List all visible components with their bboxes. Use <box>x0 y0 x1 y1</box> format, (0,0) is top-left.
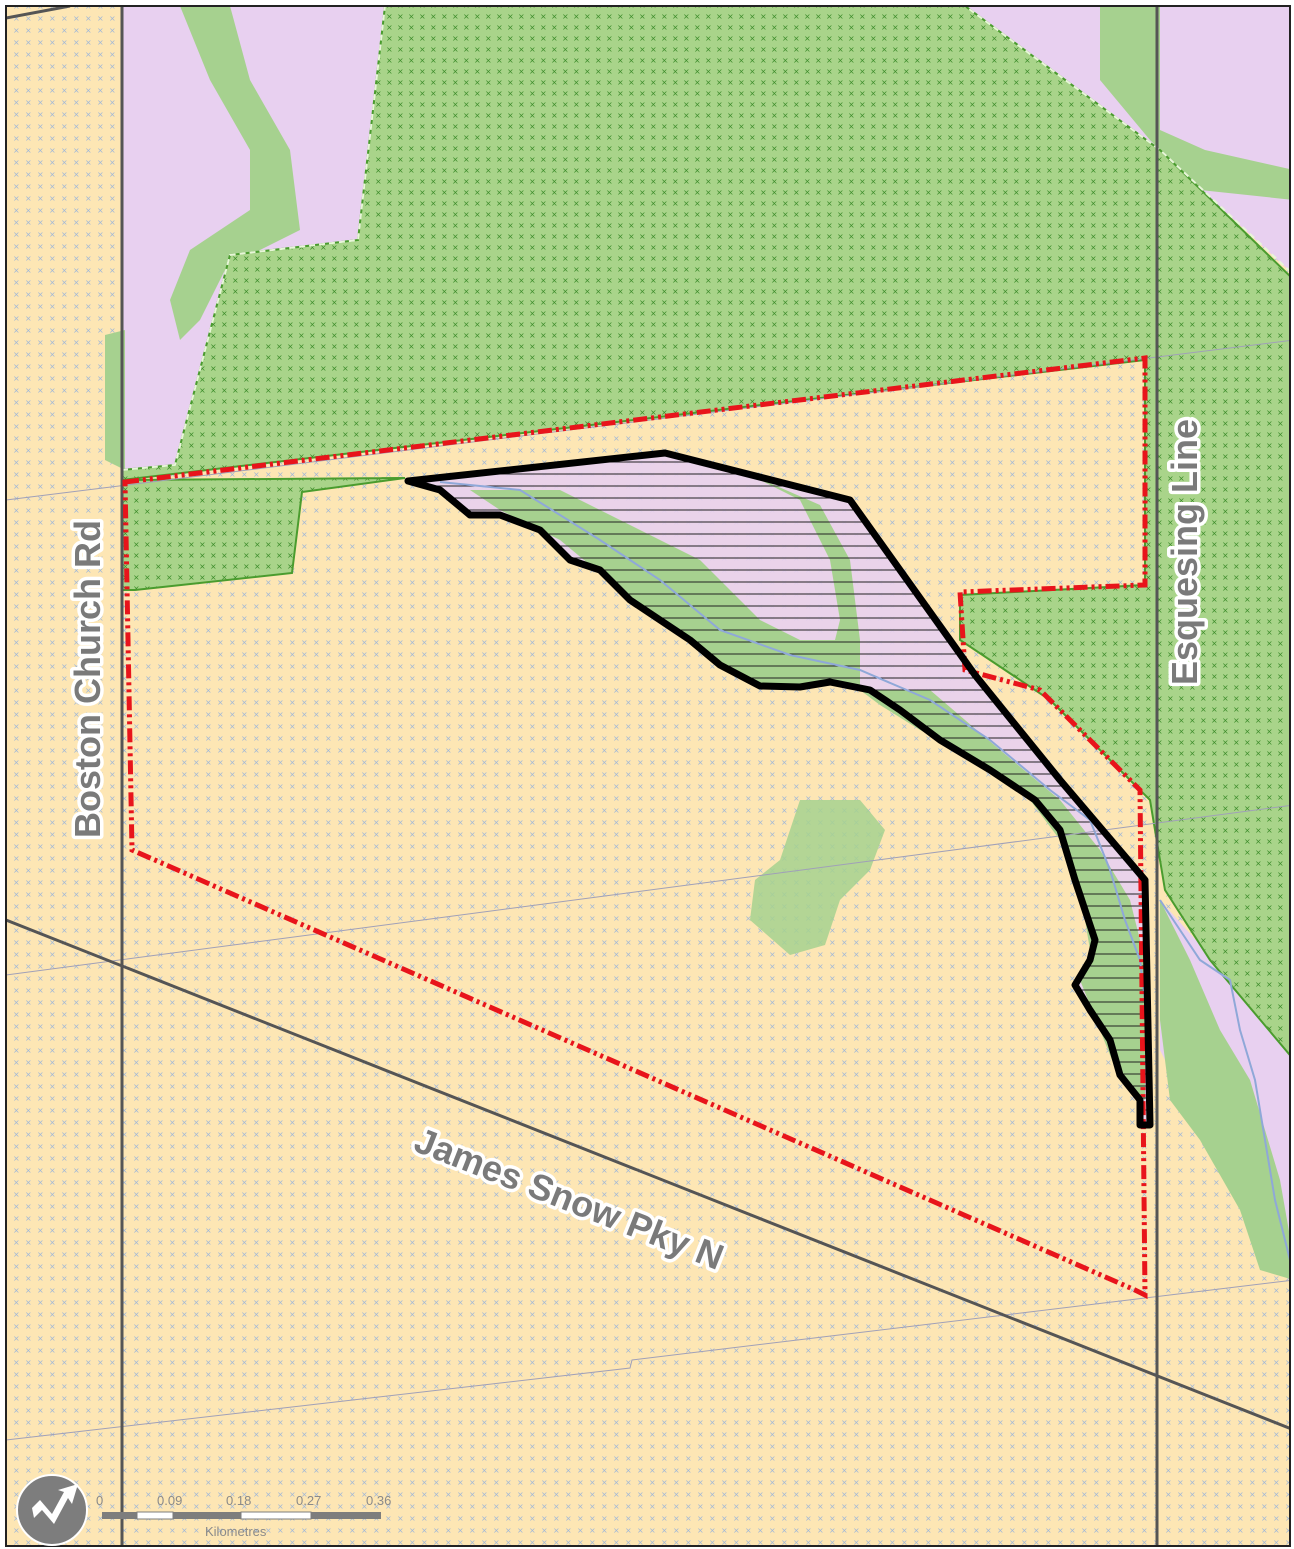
scale-tick-1: 0.09 <box>157 1493 182 1508</box>
north-arrow-icon <box>16 1474 88 1546</box>
subject-area-boundary <box>404 449 1154 1129</box>
label-esquesing-line: Esquesing Line <box>1164 419 1205 685</box>
map-frame <box>5 5 1291 1547</box>
road-james-snow <box>6 918 1290 1431</box>
valley-land-northeast <box>965 6 1290 272</box>
scale-tick-2: 0.18 <box>226 1493 251 1508</box>
scale-unit: Kilometres <box>205 1524 267 1539</box>
vegetation-corridor-northeast <box>1100 6 1290 200</box>
road-northwest <box>6 6 71 20</box>
creek-line <box>439 481 1146 1001</box>
vegetation-corridor-east <box>1160 900 1290 1279</box>
subject-area-hatch <box>408 453 1150 1125</box>
property-line-2 <box>6 805 1290 976</box>
scale-tick-0: 0 <box>96 1493 103 1508</box>
creek-line-east <box>1159 899 1290 1261</box>
vegetation-patch-center <box>750 800 885 955</box>
label-boston-church-rd: Boston Church Rd <box>67 520 108 838</box>
property-line-3 <box>6 1279 1290 1441</box>
vegetation-patch-west <box>105 330 125 470</box>
study-area-boundary <box>122 355 1148 1300</box>
scale-tick-4: 0.36 <box>366 1493 391 1508</box>
scale-tick-3: 0.27 <box>296 1493 321 1508</box>
vegetation-corridor-northwest <box>170 6 300 340</box>
scale-bar: 0 0.09 0.18 0.27 0.36 Kilometres <box>96 1493 391 1539</box>
